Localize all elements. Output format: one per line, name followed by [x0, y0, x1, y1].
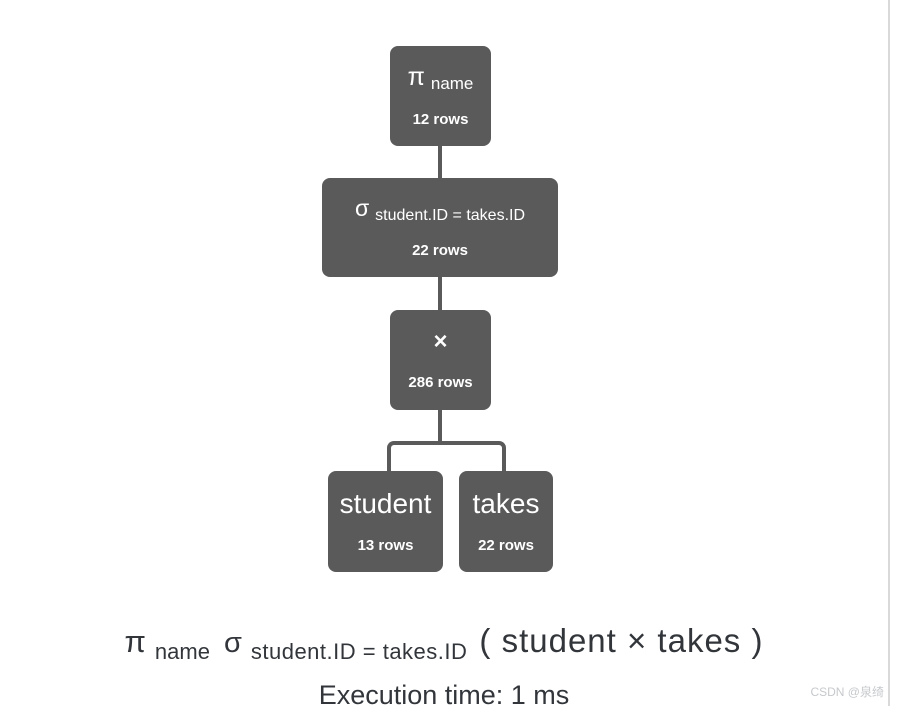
cross-operator-glyph: ×	[433, 328, 448, 356]
page-right-border	[888, 0, 890, 706]
pi-operator-glyph: π	[407, 63, 425, 92]
connector-cross-branch	[438, 409, 442, 445]
csdn-watermark: CSDN @泉绮	[810, 685, 884, 699]
row-count-badge: 22 rows	[412, 242, 468, 259]
execution-time-label: Execution time: 1 ms	[318, 680, 570, 706]
sigma-operator-glyph: σ	[354, 195, 370, 221]
cross-join-operator-label: ×	[433, 330, 447, 354]
plan-node-table-student[interactable]: student 13 rows	[328, 471, 443, 572]
row-count-badge: 286 rows	[408, 373, 473, 391]
plan-node-table-takes[interactable]: takes 22 rows	[459, 471, 553, 572]
row-count-badge: 12 rows	[412, 110, 469, 128]
plan-node-cross-join[interactable]: × 286 rows	[390, 310, 491, 410]
expression-pi-operator: π	[124, 624, 146, 659]
expression-sigma-subscript: student.ID = takes.ID	[250, 639, 468, 664]
selection-operator-label: σ student.ID = takes.ID	[355, 197, 525, 224]
pi-operator-subscript: name	[430, 74, 474, 94]
expression-sigma-operator: σ	[223, 627, 242, 659]
row-count-badge: 13 rows	[357, 536, 414, 554]
branch-connector	[387, 441, 506, 472]
connector-projection-selection	[438, 145, 442, 179]
table-name-label: student	[339, 488, 432, 520]
table-name-label: takes	[472, 488, 540, 520]
sigma-operator-subscript: student.ID = takes.ID	[375, 207, 526, 224]
relational-algebra-expression: π name σ student.ID = takes.ID ( student…	[0, 622, 888, 664]
plan-node-selection[interactable]: σ student.ID = takes.ID 22 rows	[322, 178, 558, 277]
connector-selection-cross	[438, 276, 442, 311]
expression-pi-subscript: name	[154, 639, 210, 664]
expression-cross-product-term: ( student × takes )	[479, 622, 764, 659]
row-count-badge: 22 rows	[478, 536, 534, 554]
